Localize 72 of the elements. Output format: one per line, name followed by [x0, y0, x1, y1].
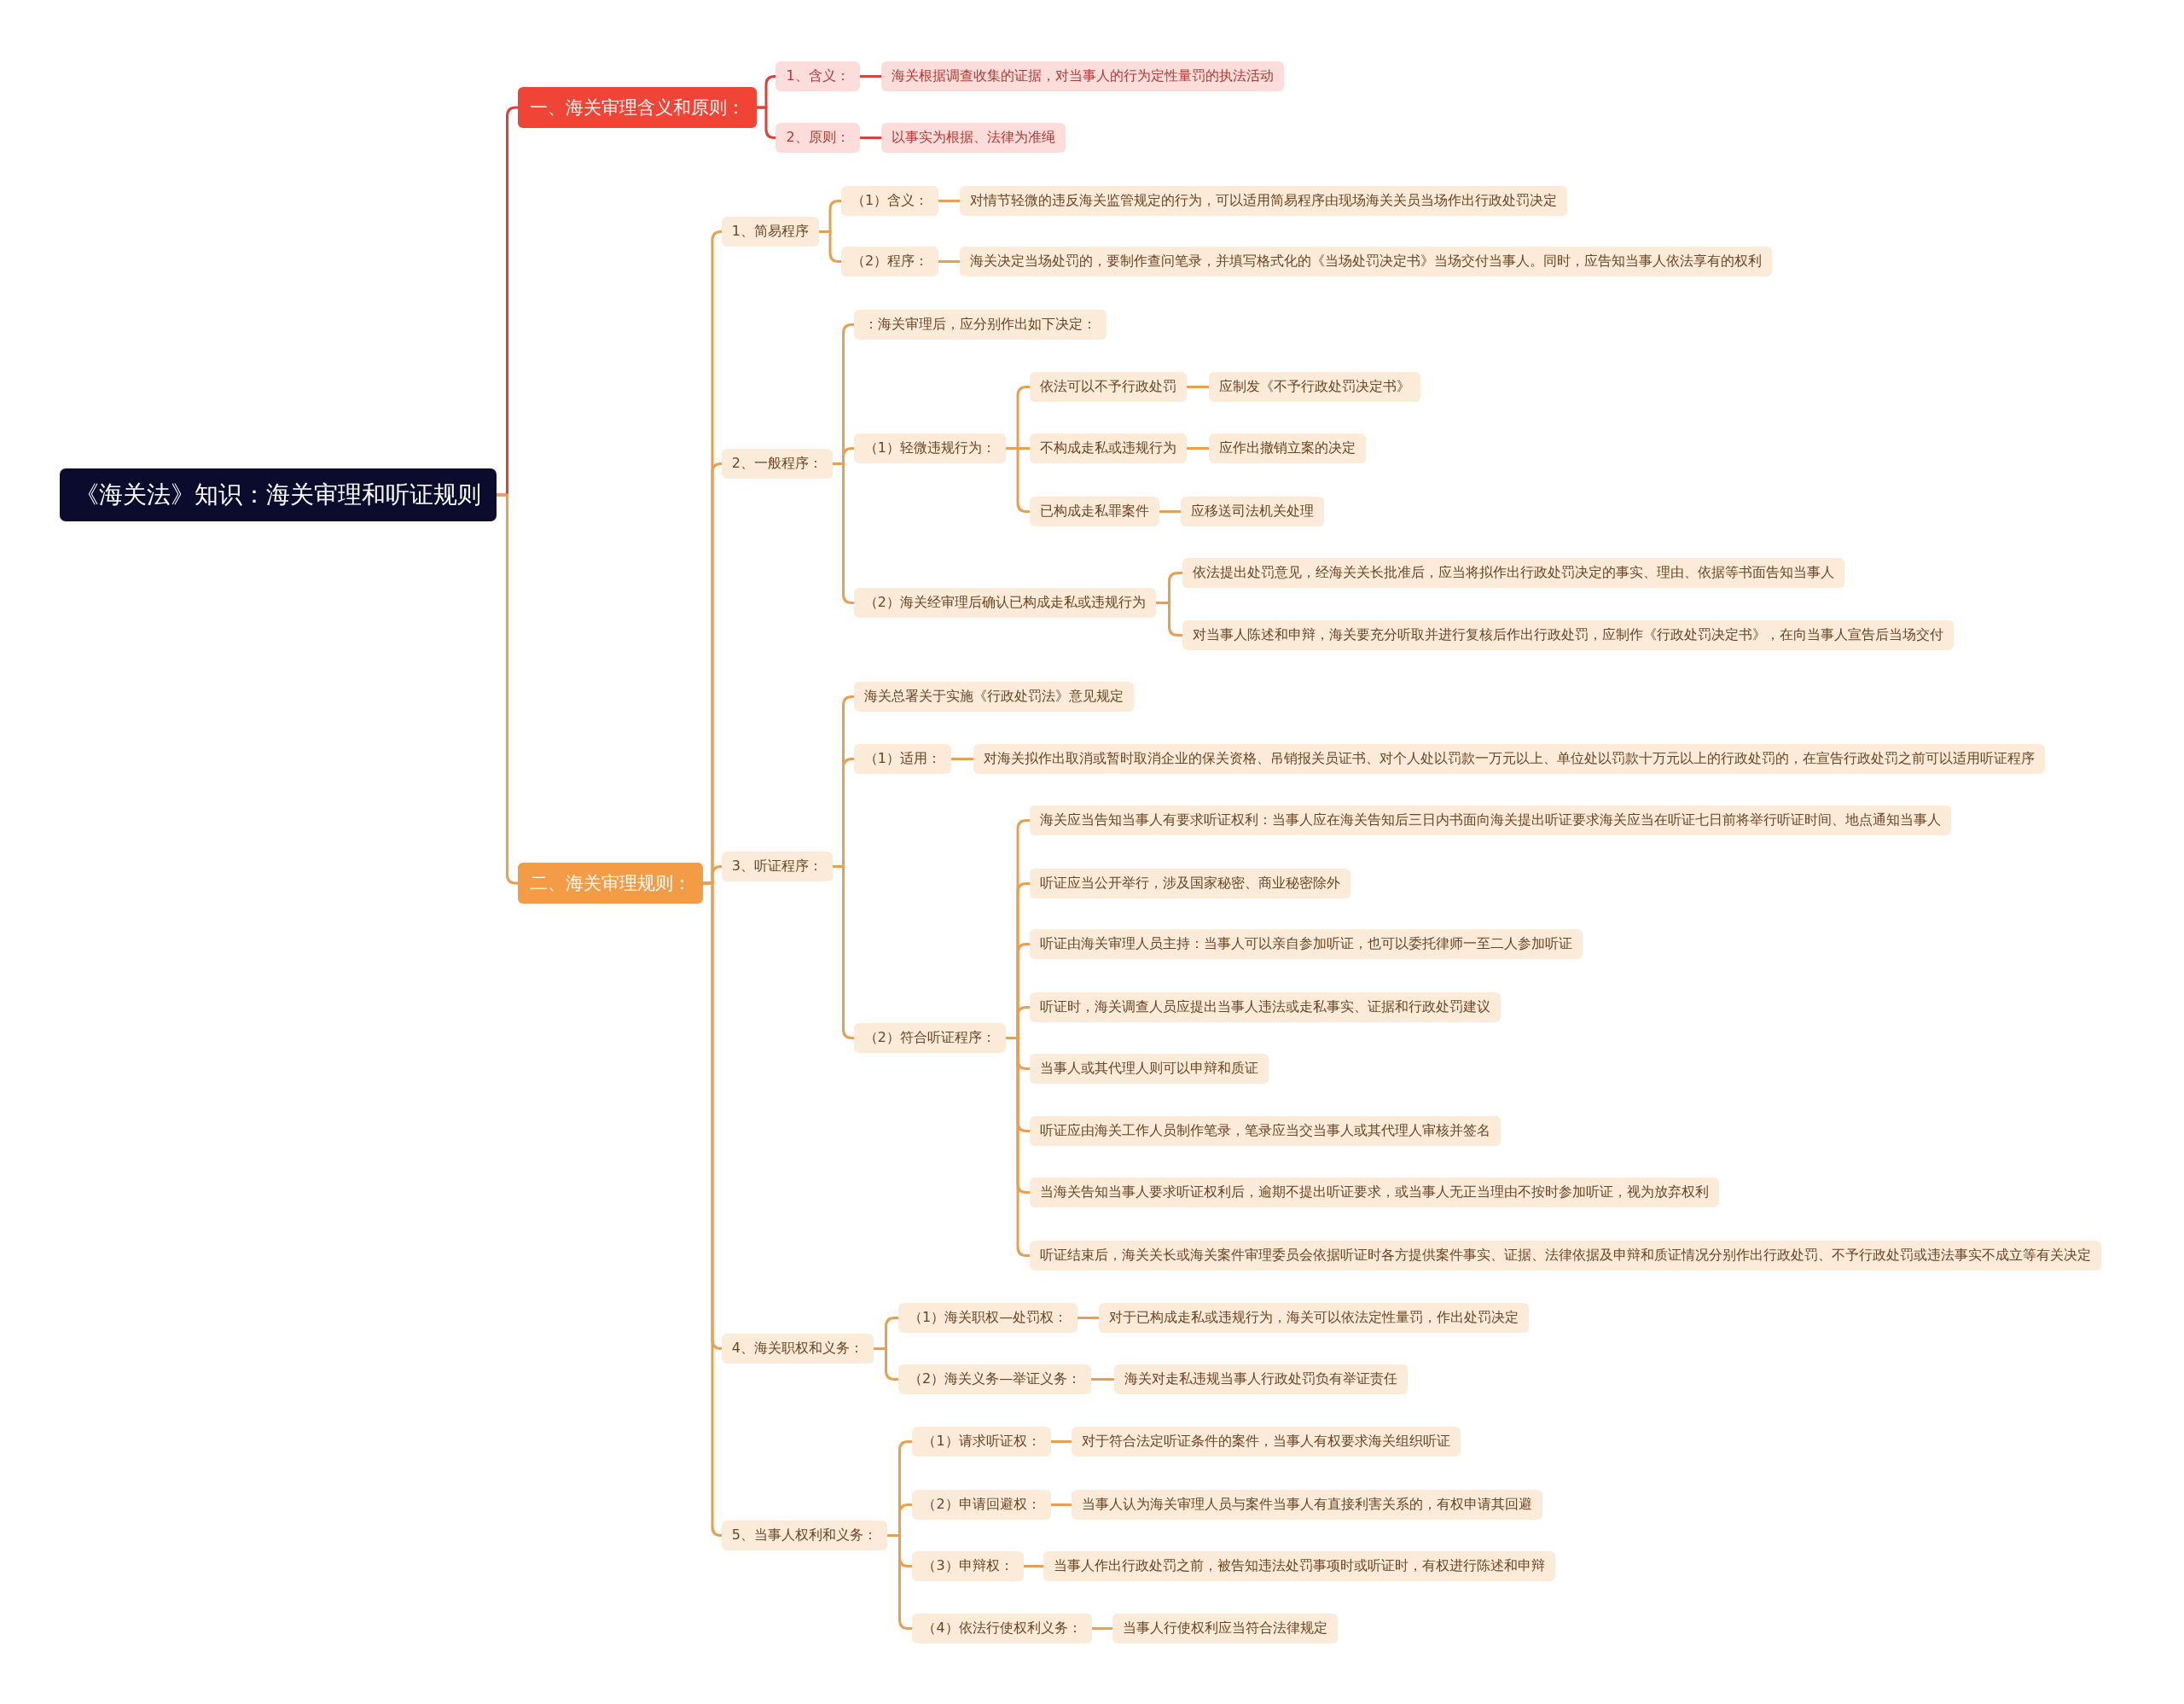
connector-line: [859, 137, 881, 139]
topic-box: （3）申辩权：: [912, 1550, 1024, 1581]
topic-box: 3、听证程序：: [721, 852, 833, 881]
branch-topic-box: 二、海关审理规则：: [518, 863, 704, 904]
topic-box: 对于已构成走私或违规行为，海关可以依法定性量罚，作出处罚决定: [1099, 1303, 1530, 1333]
topic-box: （1）适用：: [853, 744, 951, 775]
topic-box: 对海关拟作出取消或暂时取消企业的保关资格、吊销报关员证书、对个人处以罚款一万元以上、单位处以罚款十万元以上的行政处罚的，在宣告行政处罚之前可以适用听证程序: [973, 744, 2046, 775]
connector-line: [757, 106, 776, 139]
connector-line: [1159, 510, 1181, 513]
connector-line: [833, 865, 854, 1039]
topic-box: （2）程序：: [841, 247, 939, 277]
topic-box: ：海关审理后，应分别作出如下决定：: [853, 309, 1107, 340]
topic-box: 听证时，海关调查人员应提出当事人违法或走私事实、证据和行政处罚建议: [1029, 992, 1501, 1022]
connector-line: [1077, 1317, 1099, 1319]
connector-line: [1050, 1503, 1072, 1506]
connector-line: [874, 1347, 898, 1381]
connector-line: [1091, 1627, 1112, 1630]
topic-box: 4、海关职权和义务：: [721, 1333, 874, 1364]
topic-box: （1）海关职权—处罚权：: [898, 1303, 1078, 1333]
topic-box: 应移送司法机关处理: [1181, 496, 1325, 526]
topic-box: 2、原则：: [775, 123, 860, 154]
connector-line: [497, 493, 519, 885]
topic-box: （2）海关经审理后确认已构成走私或违规行为: [853, 588, 1156, 619]
topic-box: 5、当事人权利和义务：: [721, 1520, 887, 1550]
topic-box: 海关总署关于实施《行政处罚法》意见规定: [853, 681, 1134, 712]
topic-box: 应作出撤销立案的决定: [1209, 433, 1367, 464]
topic-box: 听证由海关审理人员主持：当事人可以亲自参加听证，也可以委托律师一至二人参加听证: [1029, 929, 1583, 960]
central-topic-box: 《海关法》知识：海关审理和听证规则: [60, 468, 497, 521]
topic-box: 对于符合法定听证条件的案件，当事人有权要求海关组织听证: [1071, 1427, 1461, 1457]
connector-line: [859, 75, 881, 78]
topic-box: 当事人作出行政处罚之前，被告知违法处罚事项时或听证时，有权进行陈述和申辩: [1043, 1550, 1555, 1581]
connector-line: [938, 260, 960, 263]
connector-line: [1187, 447, 1209, 450]
branch-topic-box: 一、海关审理含义和原则：: [518, 86, 758, 128]
topic-box: （2）海关义务—举证义务：: [898, 1364, 1092, 1394]
connector-line: [938, 200, 960, 202]
topic-box: 1、简易程序: [721, 216, 819, 247]
topic-box: 1、含义：: [775, 61, 860, 92]
topic-box: 海关决定当场处罚的，要制作查问笔录，并填写格式化的《当场处罚决定书》当场交付当事人。同时，应告知当事人依法享有的权利: [959, 247, 1772, 277]
connector-line: [1023, 1565, 1043, 1567]
topic-box: 以事实为根据、法律为准绳: [881, 123, 1066, 154]
topic-box: 对情节轻微的违反海关监管规定的行为，可以适用简易程序由现场海关关员当场作出行政处罚决定: [959, 185, 1567, 216]
topic-box: （1）轻微违规行为：: [853, 433, 1006, 464]
topic-box: （2）申请回避权：: [912, 1489, 1051, 1520]
topic-box: 听证应由海关工作人员制作笔录，笔录应当交当事人或其代理人审核并签名: [1029, 1116, 1501, 1147]
connector-line: [1187, 386, 1209, 388]
topic-box: 当事人认为海关审理人员与案件当事人有直接利害关系的，有权申请其回避: [1071, 1489, 1542, 1520]
connector-line: [1050, 1440, 1072, 1443]
connector-line: [1156, 602, 1182, 637]
topic-box: 不构成走私或违规行为: [1029, 433, 1187, 464]
topic-box: （2）符合听证程序：: [853, 1022, 1006, 1053]
topic-box: （4）依法行使权利义务：: [912, 1614, 1092, 1644]
topic-box: 对当事人陈述和申辩，海关要充分听取并进行复核后作出行政处罚，应制作《行政处罚决定书》，在向当事人宣告后当场交付: [1182, 620, 1955, 650]
connector-line: [951, 758, 973, 760]
topic-box: 听证应当公开举行，涉及国家秘密、商业秘密除外: [1029, 868, 1350, 899]
topic-box: 依法提出处罚意见，经海关关长批准后，应当将拟作出行政处罚决定的事实、理由、依据等书面告知当事人: [1182, 557, 1845, 588]
connector-line: [819, 230, 841, 263]
topic-box: 听证结束后，海关关长或海关案件审理委员会依据听证时各方提供案件事实、证据、法律依据及申辩和质证情况分别作出行政处罚、不予行政处罚或违法事实不成立等有关决定: [1029, 1240, 2101, 1271]
topic-box: 2、一般程序：: [721, 449, 833, 480]
topic-box: 当事人或其代理人则可以申辩和质证: [1029, 1053, 1269, 1084]
topic-box: 海关根据调查收集的证据，对当事人的行为定性量罚的执法活动: [881, 61, 1285, 92]
topic-box: 当事人行使权利应当符合法律规定: [1112, 1614, 1339, 1644]
topic-box: （1）请求听证权：: [912, 1427, 1051, 1457]
topic-box: 海关对走私违规当事人行政处罚负有举证责任: [1114, 1364, 1409, 1394]
topic-box: （1）含义：: [841, 185, 939, 216]
topic-box: 应制发《不予行政处罚决定书》: [1209, 372, 1421, 403]
topic-box: 当海关告知当事人要求听证权利后，逾期不提出听证要求，或当事人无正当理由不按时参加听证，视为放弃权利: [1029, 1178, 1719, 1208]
connector-line: [1091, 1378, 1114, 1381]
topic-box: 已构成走私罪案件: [1029, 496, 1159, 526]
connector-line: [833, 462, 854, 604]
topic-box: 依法可以不予行政处罚: [1029, 372, 1187, 403]
topic-box: 海关应当告知当事人有要求听证权利：当事人应在海关告知后三日内书面向海关提出听证要求海关应当在听证七日前将举行听证时间、地点通知当事人: [1029, 805, 1951, 836]
